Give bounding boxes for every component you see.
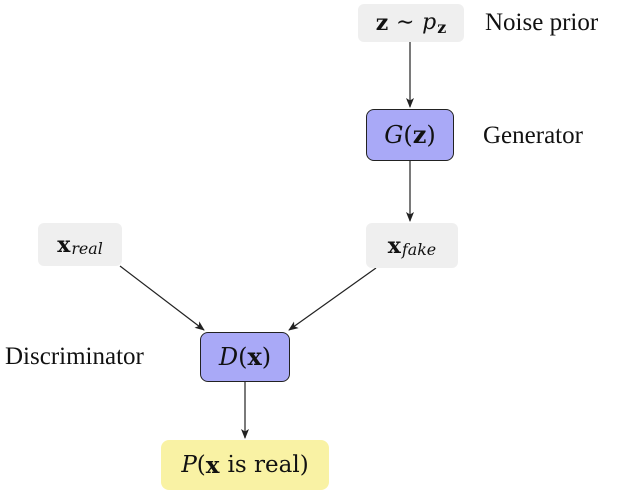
generator-fn: G <box>384 121 404 149</box>
generator-label: Generator <box>483 122 583 149</box>
noise-prior-label: Noise prior <box>485 9 599 36</box>
x-real-sub: real <box>71 239 103 258</box>
generator-close: ) <box>426 121 436 149</box>
noise-dist: p <box>422 10 437 35</box>
discriminator-node: D(x) <box>200 332 290 382</box>
noise-op: ∼ <box>395 10 415 35</box>
output-close: ) <box>299 451 309 478</box>
output-arg: x <box>205 451 220 479</box>
output-text: is real <box>227 451 300 478</box>
discriminator-arg: x <box>247 342 262 371</box>
output-open: ( <box>196 451 206 478</box>
x-fake-var: x <box>387 232 401 259</box>
output-node: P(x is real) <box>161 440 329 490</box>
discriminator-open: ( <box>238 343 248 371</box>
x-real-var: x <box>57 231 71 258</box>
edge-xreal-to-discriminator <box>119 265 205 331</box>
generator-node: G(z) <box>366 109 454 161</box>
generator-arg: z <box>412 120 427 149</box>
discriminator-label: Discriminator <box>5 343 144 370</box>
noise-dist-sub: z <box>437 17 447 37</box>
edge-xfake-to-discriminator <box>288 267 377 331</box>
x-fake-sub: fake <box>401 240 437 259</box>
discriminator-close: ) <box>261 343 272 371</box>
noise-var: z <box>375 10 389 36</box>
discriminator-fn: D <box>218 343 239 371</box>
output-fn: P <box>181 451 197 478</box>
generator-open: ( <box>403 121 413 149</box>
